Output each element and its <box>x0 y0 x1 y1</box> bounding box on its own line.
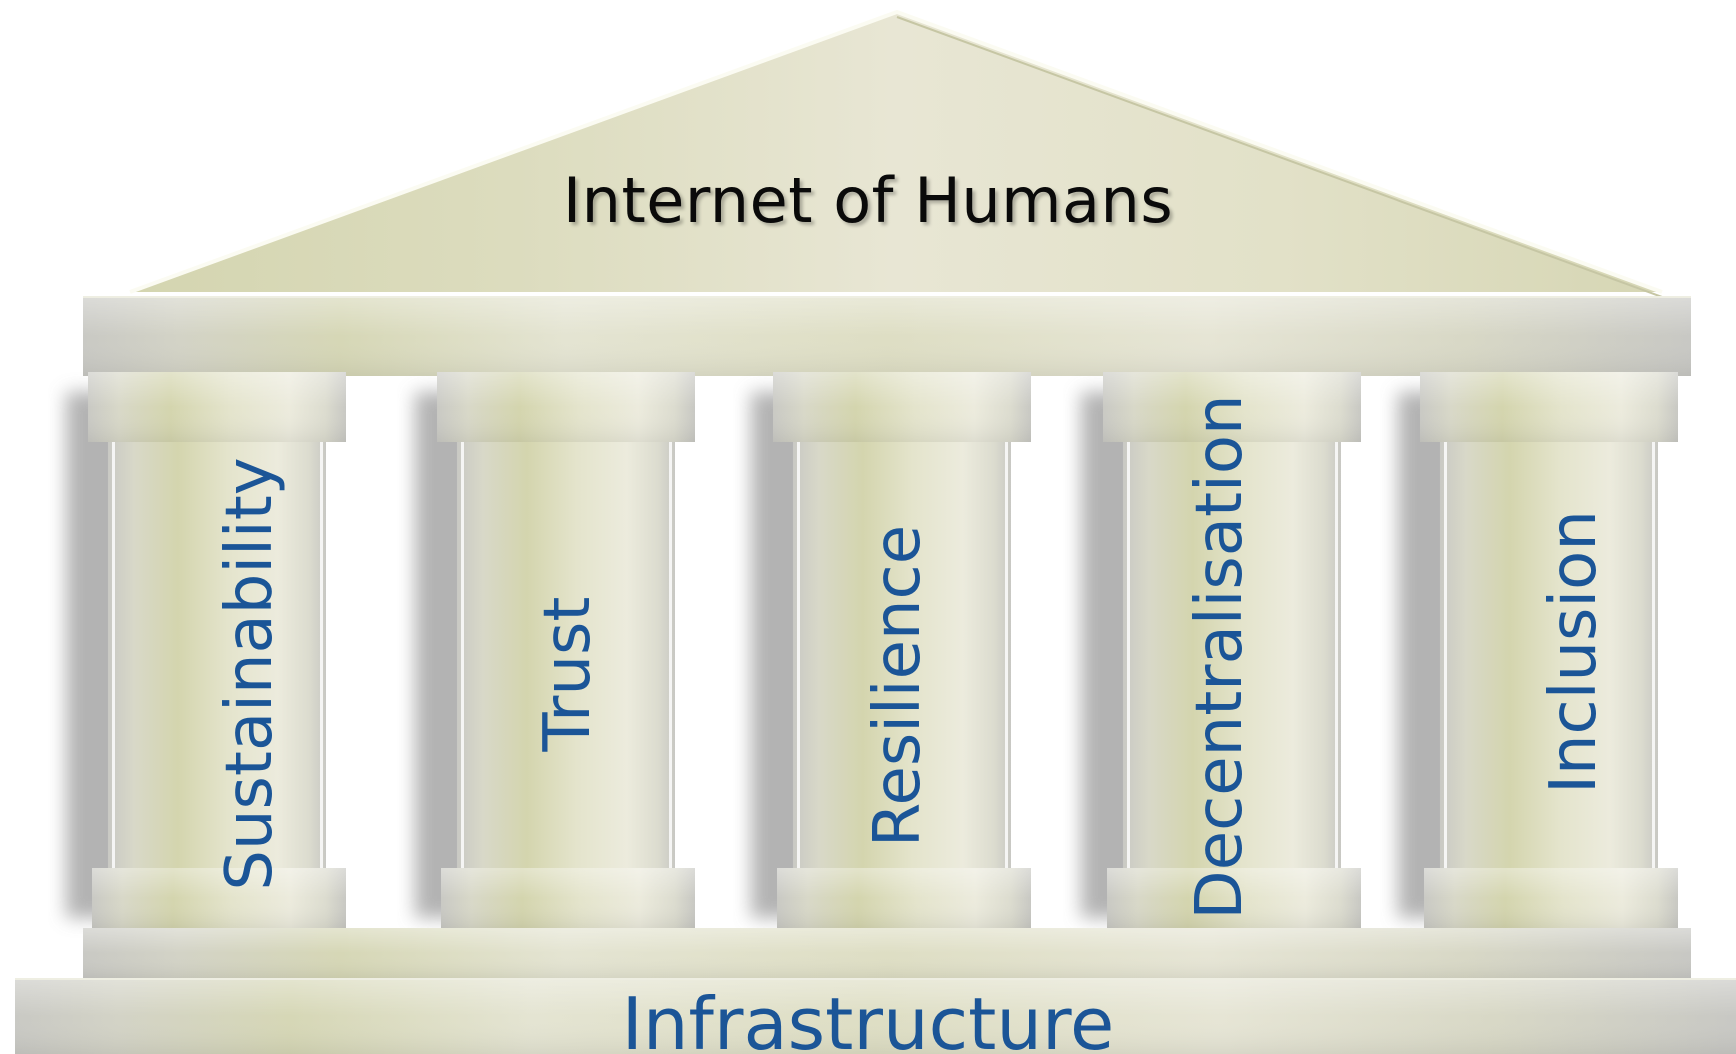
column-trust <box>415 372 695 928</box>
column-capital-shade <box>1420 372 1678 442</box>
entablature <box>83 296 1691 376</box>
column-shaft <box>1440 442 1658 868</box>
roof-title: Internet of Humans <box>562 164 1174 237</box>
column-highlight <box>1127 442 1130 868</box>
column-highlight <box>797 442 800 868</box>
column-highlight <box>669 442 672 868</box>
column-decentralisation <box>1081 372 1361 928</box>
column-sustainability <box>66 372 346 928</box>
pillar-label-inclusion: Inclusion <box>1537 510 1611 794</box>
pillar-label-resilience: Resilience <box>861 524 935 848</box>
column-base-shade <box>441 868 695 928</box>
roof <box>129 9 1663 298</box>
column-highlight <box>461 442 464 868</box>
pillar-label-trust: Trust <box>531 596 605 752</box>
columns <box>66 372 1678 928</box>
column-highlight <box>1444 442 1447 868</box>
column-capital-shade <box>1103 372 1361 442</box>
column-inclusion <box>1398 372 1678 928</box>
column-shaft <box>457 442 675 868</box>
base-label: Infrastructure <box>621 982 1115 1054</box>
column-capital-shade <box>437 372 695 442</box>
column-shaft <box>793 442 1011 868</box>
column-base-shade <box>777 868 1031 928</box>
column-base-shade <box>1107 868 1361 928</box>
column-capital-shade <box>773 372 1031 442</box>
column-highlight <box>1335 442 1338 868</box>
column-highlight <box>1005 442 1008 868</box>
column-shaft <box>1123 442 1341 868</box>
column-shaft <box>108 442 326 868</box>
pillar-label-sustainability: Sustainability <box>213 457 287 891</box>
column-highlight <box>1652 442 1655 868</box>
column-base-shade <box>92 868 346 928</box>
column-capital-shade <box>88 372 346 442</box>
stylobate <box>15 928 1736 1054</box>
column-highlight <box>320 442 323 868</box>
column-resilience <box>751 372 1031 928</box>
pillar-label-decentralisation: Decentralisation <box>1183 394 1257 920</box>
column-base-shade <box>1424 868 1678 928</box>
column-highlight <box>112 442 115 868</box>
